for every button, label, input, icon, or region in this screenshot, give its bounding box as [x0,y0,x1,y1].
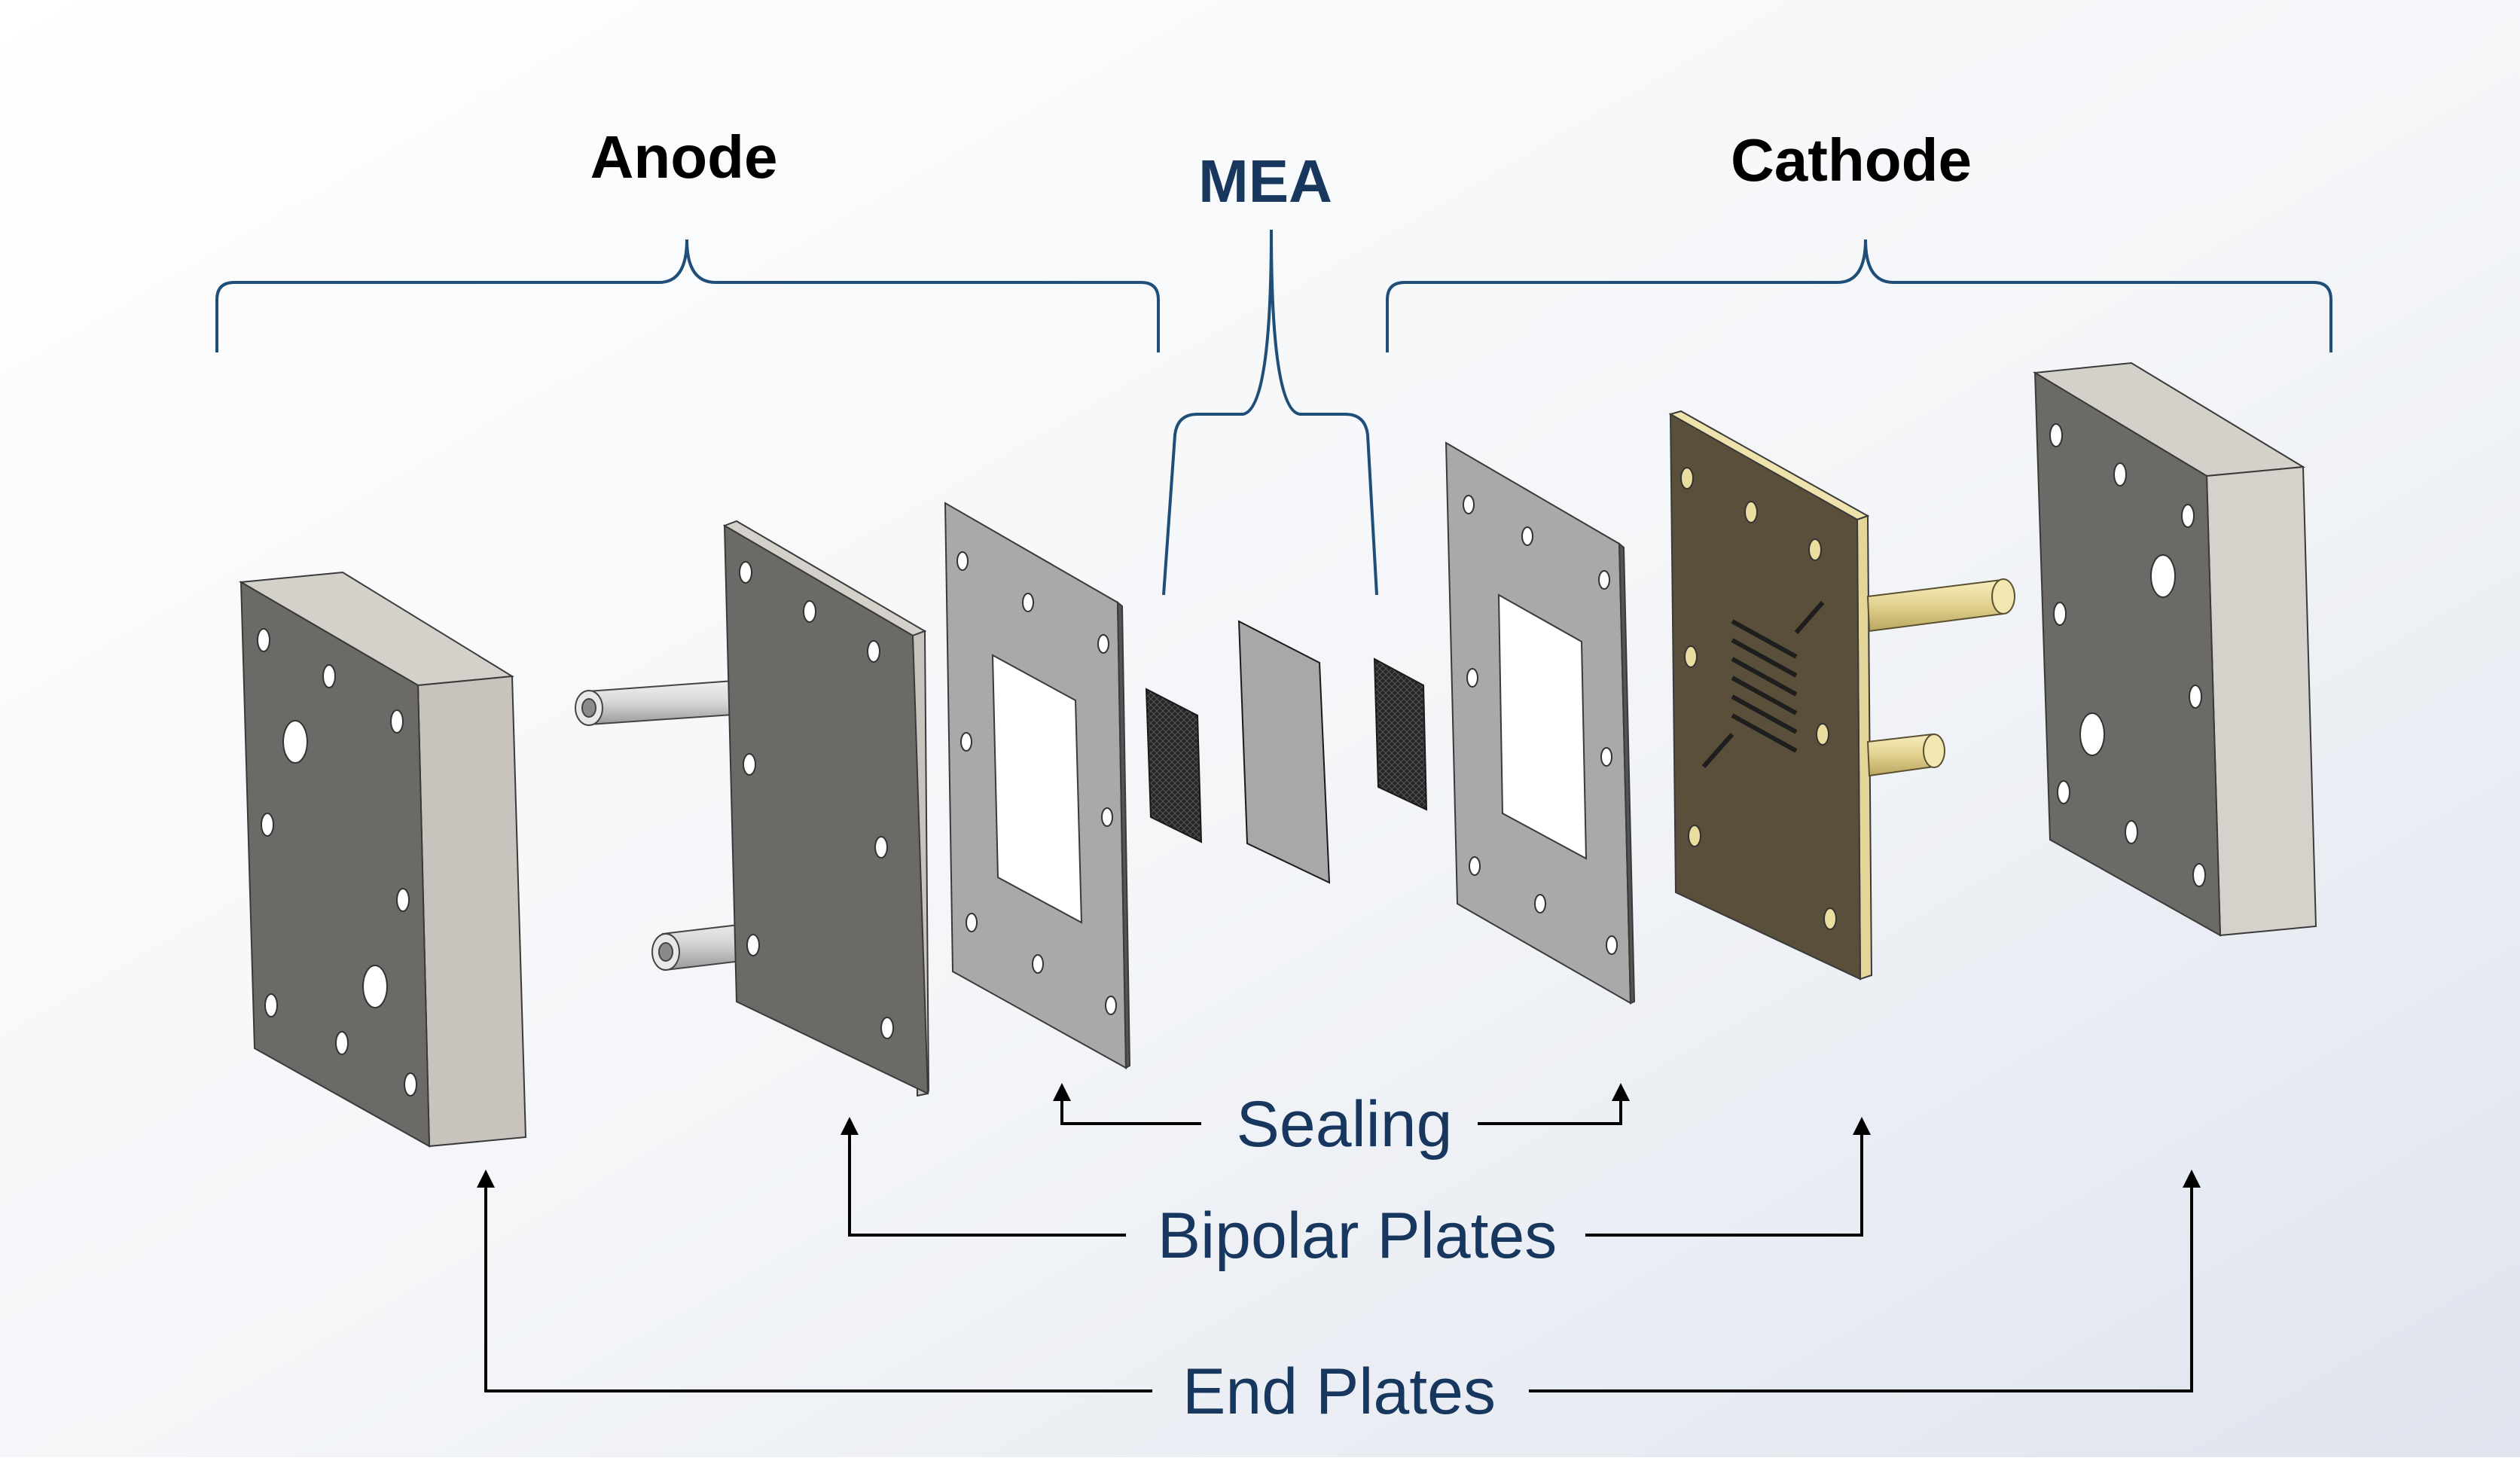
bipolar-plate-bolt-holes [1680,467,1837,930]
end-plate-bolt-holes [257,628,417,1097]
arrow-heads [477,1083,2201,1188]
cathode-label: Cathode [1731,127,1972,194]
bracket-group [215,229,2332,596]
proton-exchange-membrane [1237,620,1331,884]
right-bipolar-plate [1668,410,1873,981]
gasket-bolt-holes [956,551,1117,1015]
right-sealing-gasket [1445,441,1636,1005]
end-plate-bolt-holes [2049,423,2206,887]
bipolar-callout-left [848,1130,1126,1237]
bipolar-callout-right [1585,1130,1863,1237]
sealing-label: Sealing [1237,1088,1453,1161]
anode-label: Anode [590,124,778,191]
end-plates-label: End Plates [1182,1356,1496,1428]
flow-field-channels [1701,601,1825,768]
cathode-bracket [1386,239,2332,352]
mea-bracket [1162,229,1378,596]
endplate-callout-right [1529,1182,2193,1392]
cathode-gas-diffusion-layer [1373,657,1428,811]
left-end-plate [238,571,527,1148]
right-end-plate [2032,361,2317,937]
callout-lines [484,1096,2193,1392]
bipolar-plates-label: Bipolar Plates [1158,1200,1557,1272]
left-bipolar-plate [722,520,930,1097]
mea-label: MEA [1198,148,1332,215]
sealing-callout-left [1060,1096,1201,1125]
left-sealing-gasket [944,502,1131,1069]
bipolar-plate-bolt-holes [739,561,894,1039]
right-connector-rods [1866,578,2015,777]
mea-assembly [1145,620,1428,884]
gasket-bolt-holes [1463,495,1618,955]
anode-bracket [215,239,1160,352]
sealing-callout-right [1478,1096,1622,1125]
anode-gas-diffusion-layer [1145,688,1203,843]
endplate-callout-left [484,1182,1152,1392]
